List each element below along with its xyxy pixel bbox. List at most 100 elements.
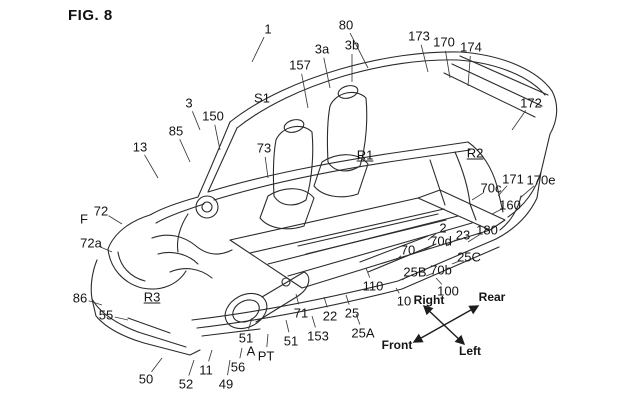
leader-line	[427, 233, 437, 241]
leader-line	[401, 276, 408, 281]
leader-line	[88, 300, 103, 306]
leader-line	[423, 244, 434, 251]
ref-label-86: 86	[72, 290, 88, 306]
leader-line	[323, 57, 331, 89]
leader-line	[519, 185, 535, 199]
leader-line	[151, 357, 163, 373]
ref-label-13: 13	[132, 139, 148, 155]
compass-front-label: Front	[381, 338, 413, 352]
ref-label-25c: 25C	[457, 249, 481, 265]
ref-label-3b: 3b	[344, 37, 360, 53]
ref-label-85: 85	[168, 123, 184, 139]
ref-label-170e: 170e	[526, 172, 556, 188]
leader-line	[295, 293, 300, 305]
leader-line	[214, 124, 221, 151]
ref-label-11: 11	[199, 362, 213, 378]
ref-label-70b: 70b	[430, 262, 452, 278]
leader-line	[435, 277, 443, 285]
ref-label-25b: 25B	[403, 264, 427, 280]
ref-label-51: 51	[283, 333, 299, 349]
leader-line	[349, 32, 369, 69]
ref-label-3: 3	[185, 95, 193, 111]
leader-line	[491, 208, 503, 215]
vehicle-body-lines	[90, 51, 558, 356]
leader-line	[301, 73, 309, 109]
ref-label-22: 22	[322, 308, 338, 324]
ref-label-a: A	[246, 343, 256, 359]
ref-label-2: 2	[439, 220, 447, 236]
leader-line	[114, 316, 129, 321]
ref-label-100: 100	[437, 283, 459, 299]
ref-label-173: 173	[408, 28, 430, 44]
leader-line	[239, 347, 243, 359]
leader-line	[188, 359, 195, 376]
leader-line	[445, 239, 456, 247]
ref-label-10: 10	[396, 293, 412, 309]
leader-line	[192, 111, 201, 131]
ref-label-71: 71	[293, 305, 309, 321]
ref-label-25a: 25A	[351, 325, 375, 341]
leader-line	[467, 234, 480, 243]
ref-label-110: 110	[362, 278, 384, 294]
leader-line	[451, 260, 461, 265]
ref-label-23: 23	[455, 227, 471, 243]
leader-line	[471, 192, 484, 201]
ref-label-49: 49	[218, 376, 234, 392]
compass-left-label: Left	[459, 344, 481, 358]
ref-label-72: 72	[93, 203, 109, 219]
leader-line	[355, 313, 361, 325]
ref-label-1: 1	[264, 21, 272, 37]
leader-line	[285, 319, 290, 333]
leader-line	[264, 156, 269, 179]
leader-line	[323, 296, 328, 308]
ref-label-157: 157	[289, 57, 311, 73]
leader-line	[208, 349, 213, 362]
ref-label-pt: PT	[257, 348, 275, 364]
leader-line	[248, 317, 253, 330]
compass-rear-label: Rear	[478, 290, 506, 304]
leader-line	[345, 294, 350, 305]
ref-label-r3: R3	[143, 289, 161, 305]
leader-line	[395, 287, 400, 294]
leader-line	[420, 44, 429, 73]
orientation-compass	[412, 304, 480, 346]
ref-label-25: 25	[344, 305, 360, 321]
compass-right-label: Right	[413, 293, 445, 307]
ref-label-174: 174	[460, 39, 482, 55]
ref-label-r1: R1	[356, 147, 374, 163]
ref-label-51: 51	[238, 330, 254, 346]
leader-line	[108, 215, 123, 225]
ref-label-80: 80	[338, 17, 354, 33]
ref-label-r2: R2	[466, 145, 484, 161]
leader-line	[497, 185, 508, 197]
leader-line	[511, 110, 527, 131]
leader-line	[445, 50, 451, 79]
ref-label-50: 50	[138, 371, 154, 387]
ref-label-180: 180	[476, 222, 498, 238]
ref-label-s1: S1	[254, 90, 270, 106]
leader-line	[395, 255, 402, 261]
ref-label-3a: 3a	[314, 41, 330, 57]
ref-label-70c: 70c	[480, 180, 502, 196]
ref-label-172: 172	[520, 95, 542, 111]
ref-label-150: 150	[202, 108, 224, 124]
ref-label-52: 52	[178, 376, 194, 392]
ref-label-55: 55	[98, 307, 114, 323]
leader-line	[227, 359, 231, 376]
leader-line	[99, 246, 113, 253]
leader-line	[467, 55, 471, 87]
ref-label-160: 160	[499, 197, 521, 213]
ref-label-153: 153	[307, 328, 329, 344]
ref-label-170: 170	[433, 34, 455, 50]
leader-line	[251, 36, 265, 63]
figure-title: FIG. 8	[68, 7, 113, 24]
ref-label-72a: 72a	[80, 235, 102, 251]
leader-line	[425, 272, 433, 277]
leader-line	[144, 154, 159, 179]
leader-line	[266, 333, 269, 348]
ref-label-70: 70	[400, 242, 416, 258]
leader-line	[311, 315, 316, 328]
